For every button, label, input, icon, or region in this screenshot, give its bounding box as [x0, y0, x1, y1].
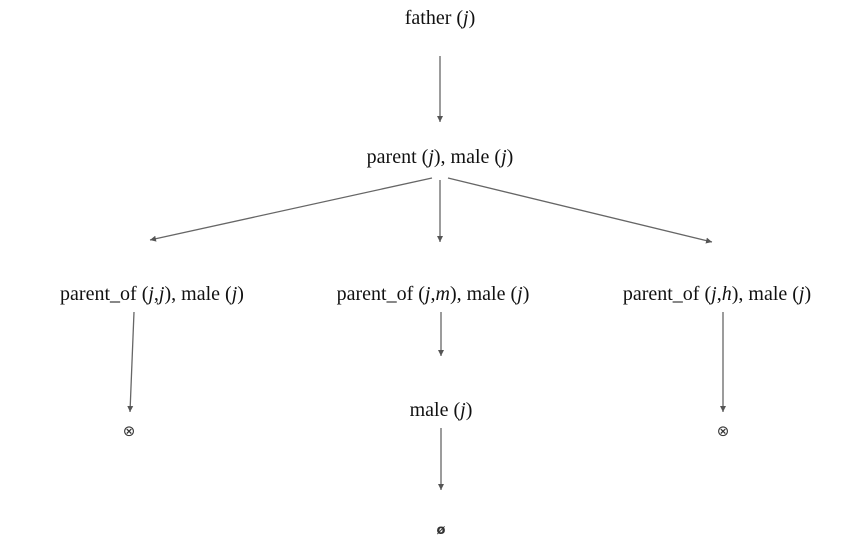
root-node-label: father (j) [405, 6, 476, 30]
middle-predicate-1: parent_of [336, 283, 414, 305]
left-predicate-2: male [181, 283, 221, 305]
root-arg: j [463, 7, 469, 29]
level1-arg-2: j [501, 146, 507, 168]
root-close: ) [468, 7, 476, 29]
middle-node-label: parent_of (j,m), male (j) [337, 282, 530, 306]
level1-arg-1: j [428, 146, 434, 168]
right-predicate-2: male [748, 283, 788, 305]
edge-left-to-fail [127, 311, 135, 413]
level3-close: ) [465, 399, 473, 421]
middle-sep: , [430, 283, 436, 305]
level1-close-2: ) [506, 146, 514, 168]
edge-level1-to-left [149, 177, 433, 242]
level1-node-label: parent (j), male (j) [367, 145, 514, 169]
middle-close-1: ), [449, 283, 467, 305]
right-sep: , [716, 283, 722, 305]
left-open-2: ( [220, 283, 232, 305]
left-arg-b: j [158, 283, 165, 305]
middle-arg-a: j [424, 283, 431, 305]
left-arg-a: j [148, 283, 154, 305]
middle-predicate-2: male [466, 283, 506, 305]
root-predicate: father [404, 7, 452, 29]
right-node-label: parent_of (j,h), male (j) [623, 282, 811, 306]
level3-open: ( [448, 399, 461, 421]
left-arg-2: j [231, 283, 238, 305]
left-open-1: ( [136, 283, 149, 305]
level1-close-1: ), [433, 146, 451, 168]
success-empty-icon: ø [436, 523, 446, 538]
left-close-2: ) [237, 283, 244, 305]
left-predicate-1: parent_of [60, 283, 137, 305]
root-open: ( [451, 7, 464, 29]
level3-arg: j [460, 399, 466, 421]
level3-node-label: male (j) [410, 398, 473, 422]
left-fail-icon: ⊗ [122, 422, 136, 440]
right-fail-icon: ⊗ [716, 422, 730, 440]
middle-arg-2: j [517, 283, 523, 305]
right-arg-b: h [721, 283, 732, 305]
level1-predicate-1: parent [366, 146, 417, 168]
left-sep: , [153, 283, 159, 305]
level1-open-2: ( [489, 146, 502, 168]
level3-predicate: male [409, 399, 449, 421]
right-arg-2: j [798, 283, 805, 305]
right-open-1: ( [699, 283, 712, 305]
left-close-1: ), [164, 283, 182, 305]
right-arg-a: j [711, 283, 717, 305]
middle-arg-b: m [435, 283, 450, 305]
middle-open-1: ( [413, 283, 425, 305]
edge-level1-to-right [447, 177, 713, 244]
right-open-2: ( [787, 283, 799, 305]
right-close-2: ) [804, 283, 812, 305]
left-node-label: parent_of (j,j), male (j) [60, 282, 244, 306]
middle-open-2: ( [505, 283, 518, 305]
right-predicate-1: parent_of [622, 283, 700, 305]
middle-close-2: ) [522, 283, 530, 305]
right-close-1: ), [731, 283, 749, 305]
level1-open-1: ( [416, 146, 429, 168]
level1-predicate-2: male [450, 146, 490, 168]
